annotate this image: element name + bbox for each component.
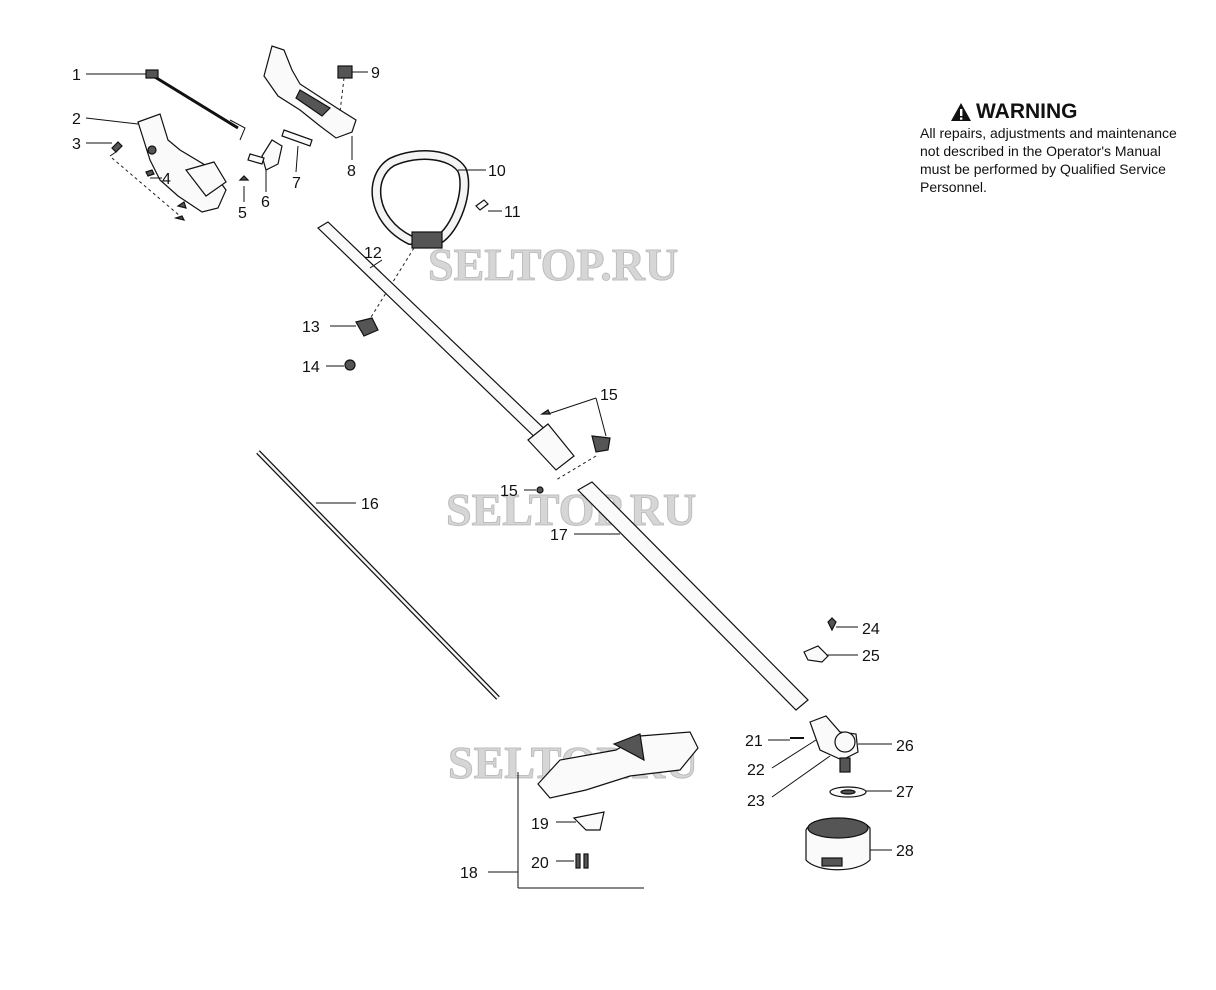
callout-4: 4 — [162, 171, 171, 188]
callout-18: 18 — [460, 865, 478, 882]
watermark-middle: SELTOP.RU — [446, 484, 696, 535]
callout-3: 3 — [72, 136, 81, 153]
warning-triangle-icon — [951, 103, 971, 121]
callout-25: 25 — [862, 648, 880, 665]
callout-2: 2 — [72, 111, 81, 128]
callout-27: 27 — [896, 784, 914, 801]
callout-13: 13 — [302, 319, 320, 336]
warning-heading: WARNING — [950, 100, 1180, 124]
callout-9: 9 — [371, 65, 380, 82]
callout-23: 23 — [747, 793, 765, 810]
callout-1: 1 — [72, 67, 81, 84]
part-10-loop-handle — [371, 150, 470, 249]
part-19-blade — [572, 811, 605, 831]
callout-19: 19 — [531, 816, 549, 833]
part-14-knob — [344, 359, 356, 371]
part-8-handle-half — [263, 45, 357, 139]
part-3-screw — [109, 141, 123, 157]
part-24-bolt — [827, 617, 837, 632]
part-15-coupler — [527, 409, 611, 494]
callout-15-top: 15 — [600, 387, 618, 404]
warning-text: All repairs, adjustments and maintenance… — [920, 125, 1177, 195]
part-1-throttle-cable — [145, 69, 246, 141]
part-17-lower-shaft — [577, 481, 809, 711]
callout-8: 8 — [347, 163, 356, 180]
callout-17: 17 — [550, 527, 568, 544]
watermark-top: SELTOP.RU — [428, 239, 678, 290]
part-13-clamp — [355, 317, 379, 337]
callout-14: 14 — [302, 359, 320, 376]
callout-15-bottom: 15 — [500, 483, 518, 500]
part-20-screws — [575, 853, 589, 869]
callout-12: 12 — [364, 245, 382, 262]
callout-6: 6 — [261, 194, 270, 211]
callout-21: 21 — [745, 733, 763, 750]
part-9-switch — [337, 65, 353, 79]
part-11-bolt — [475, 199, 489, 211]
callout-16: 16 — [361, 496, 379, 513]
callout-28: 28 — [896, 843, 914, 860]
callout-10: 10 — [488, 163, 506, 180]
part-6-trigger — [247, 139, 283, 171]
part-25-bracket — [803, 645, 829, 663]
callout-20: 20 — [531, 855, 549, 872]
callout-26: 26 — [896, 738, 914, 755]
callout-11: 11 — [504, 204, 521, 221]
callout-22: 22 — [747, 762, 765, 779]
callout-24: 24 — [862, 621, 880, 638]
part-16-drive-shaft — [256, 450, 500, 700]
part-5-nut — [238, 175, 250, 181]
callout-5: 5 — [238, 205, 247, 222]
warning-title: WARNING — [976, 100, 1078, 123]
callout-7: 7 — [292, 175, 301, 192]
warning-box: WARNING All repairs, adjustments and mai… — [920, 100, 1180, 196]
part-18-guard — [537, 731, 699, 799]
part-26-gearhead — [809, 715, 859, 773]
part-2-housing — [137, 113, 227, 213]
part-7-lever — [281, 129, 313, 147]
part-4-screw — [145, 169, 155, 177]
part-28-trimmer-head — [805, 817, 871, 871]
part-27-washer — [829, 786, 867, 798]
